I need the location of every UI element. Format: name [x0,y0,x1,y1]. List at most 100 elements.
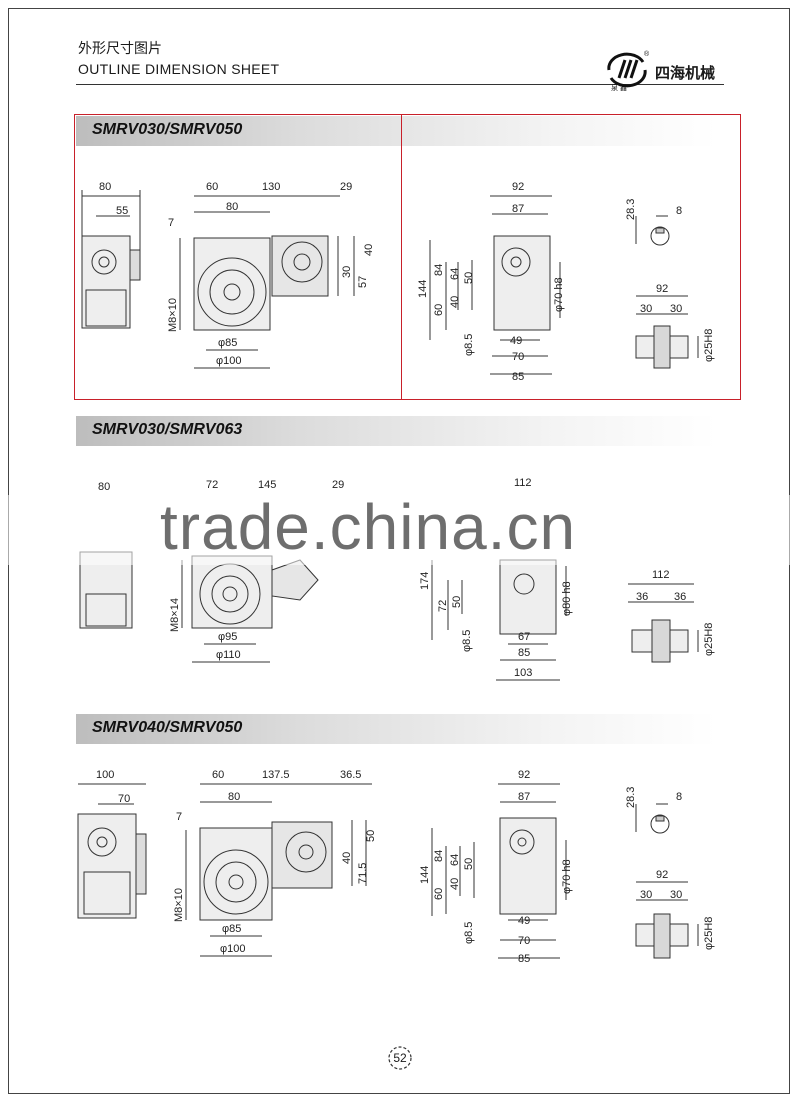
s1-dim-87: 87 [512,203,524,215]
s1-dim-80: 80 [99,181,111,193]
s3-dim-92: 92 [518,769,530,781]
s1-dim-92: 92 [512,181,524,193]
s2-dim-174: 174 [419,572,431,590]
s1-dim-64: 64 [449,268,461,280]
s2-dim-phi95: φ95 [218,631,237,643]
s1-front-view [179,195,355,369]
s2-dim-145: 145 [258,479,276,491]
s2-dim-shaft-36b: 36 [674,591,686,603]
company-logo: ® 泉 鑫 [607,50,650,92]
section-band-1: SMRV030/SMRV050 [76,116,716,146]
s3-dim-49: 49 [518,915,530,927]
s1-dim-hole: φ8.5 [463,334,475,356]
s1-dim-shaft-30b: 30 [670,303,682,315]
section-band-3: SMRV040/SMRV050 [76,714,716,744]
s3-dim-60b: 60 [433,888,445,900]
section-title-2: SMRV030/SMRV063 [92,421,243,438]
s3-dim-phi100: φ100 [220,943,246,955]
logo-subtext: 泉 鑫 [611,83,627,92]
s3-hollow-shaft [635,881,699,959]
title-english: OUTLINE DIMENSION SHEET [78,61,280,77]
s2-dim-phi80h8: φ80 h8 [561,581,573,616]
s1-dim-57: 57 [357,276,369,288]
s3-dim-70b: 70 [518,935,530,947]
s3-dim-36-5: 36.5 [340,769,361,781]
title-chinese: 外形尺寸图片 [78,41,162,57]
watermark-band [0,495,800,565]
s1-dim-50: 50 [463,272,475,284]
s2-dim-72: 72 [206,479,218,491]
s3-dim-50: 50 [365,830,377,842]
s2-dim-29: 29 [332,479,344,491]
s3-dim-40: 40 [341,852,353,864]
s1-dim-bore: φ25H8 [703,329,715,362]
s1-end-view [429,195,561,375]
s1-dim-28-3: 28.3 [625,199,637,220]
s3-dim-28-3: 28.3 [625,787,637,808]
s1-dim-85: 85 [512,371,524,383]
header-rule [76,84,724,85]
s3-dim-84: 84 [433,850,445,862]
s3-dim-shaft-92: 92 [656,869,668,881]
s3-dim-50b: 50 [463,858,475,870]
s2-dim-phi110: φ110 [216,649,241,661]
s1-dim-49: 49 [510,335,522,347]
company-name: 四海机械 [655,64,716,82]
s1-dim-80b: 80 [226,201,238,213]
s1-dim-55: 55 [116,205,128,217]
s1-dim-40b: 40 [449,296,461,308]
s1-dim-70: 70 [512,351,524,363]
s3-dim-60: 60 [212,769,224,781]
s1-dim-7: 7 [168,217,174,229]
s3-dim-7: 7 [176,811,182,823]
s3-keyway [635,803,670,834]
section-title-1: SMRV030/SMRV050 [92,121,243,138]
s1-dim-60b: 60 [433,304,445,316]
s2-dim-50: 50 [451,596,463,608]
s3-dim-hole: φ8.5 [463,922,475,944]
s2-dim-shaft-36a: 36 [636,591,648,603]
s2-dim-80: 80 [98,481,110,493]
s3-dim-shaft-30a: 30 [640,889,652,901]
s3-dim-phi70h8: φ70 h8 [561,859,573,894]
section-title-3: SMRV040/SMRV050 [92,719,243,736]
s1-dim-phi85: φ85 [218,337,237,349]
s1-dim-shaft-30a: 30 [640,303,652,315]
s3-dim-key-8: 8 [676,791,682,803]
s1-dim-40: 40 [363,244,375,256]
section-band-2: SMRV030/SMRV063 [76,416,716,446]
s1-dim-30: 30 [341,266,353,278]
watermark-text: trade.china.cn [160,491,577,563]
s2-end-view [431,559,567,681]
s3-dim-87: 87 [518,791,530,803]
s3-dim-100: 100 [96,769,114,781]
s1-keyway [635,215,670,246]
s2-dim-thread: M8×14 [169,598,181,632]
s2-hollow-shaft [628,583,699,663]
s1-dim-key-8: 8 [676,205,682,217]
registered-mark: ® [644,50,650,58]
s1-dim-84: 84 [433,264,445,276]
page-number-badge [388,1046,412,1070]
s3-end-view [431,783,567,959]
s1-hollow-shaft [635,295,699,369]
s3-dim-64: 64 [449,854,461,866]
s2-dim-bore: φ25H8 [703,623,715,656]
s3-side-view [77,783,147,919]
s1-dim-144: 144 [417,280,429,298]
s1-dim-phi70h8: φ70 h8 [553,277,565,312]
s3-dim-144: 144 [419,866,431,884]
s2-dim-hole: φ8.5 [461,630,473,652]
s3-dim-40b: 40 [449,878,461,890]
s2-dim-shaft-112: 112 [652,569,670,581]
s3-dim-shaft-30b: 30 [670,889,682,901]
s1-side-view [81,190,141,329]
s2-dim-72b: 72 [437,600,449,612]
s2-dim-103: 103 [514,667,532,679]
s3-dim-137-5: 137.5 [262,769,290,781]
s2-dim-112: 112 [514,477,532,489]
s2-dim-85: 85 [518,647,530,659]
s3-dim-71-5: 71.5 [357,863,369,884]
s1-dim-130: 130 [262,181,280,193]
